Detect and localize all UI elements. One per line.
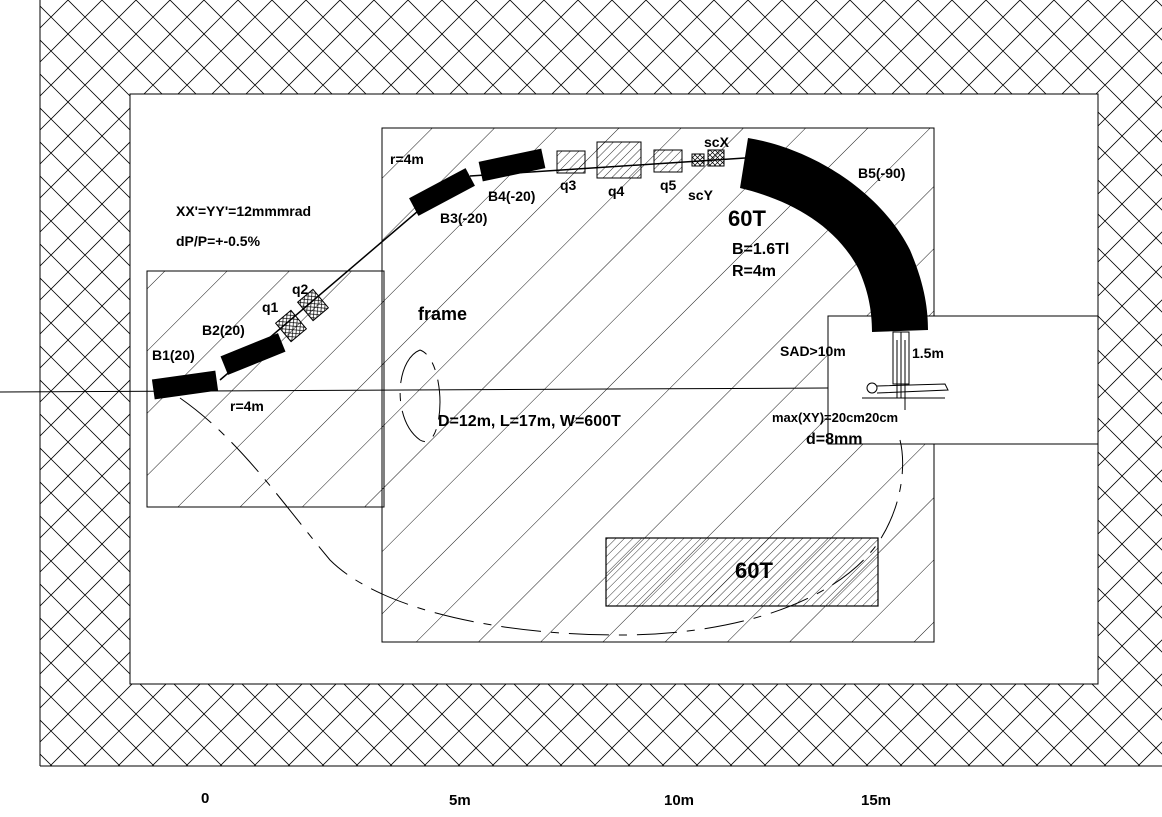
radius-upper-label: r=4m [390,151,424,167]
momentum-spread-label: dP/P=+-0.5% [176,233,261,249]
q2-label: q2 [292,281,309,297]
scale-tick-0: 0 [201,790,209,807]
quad-q5 [653,149,683,173]
q3-label: q3 [560,177,577,193]
bend-radius-label: R=4m [732,263,776,280]
quad-q1 [274,309,308,343]
counterweight-label: 60T [735,558,773,583]
quad-q4 [596,141,642,179]
nozzle [892,331,910,398]
b1-label: B1(20) [152,347,195,363]
sad-label: SAD>10m [780,343,846,359]
b2-label: B2(20) [202,322,245,338]
q4-label: q4 [608,183,625,199]
beam-axis-line [0,387,829,393]
b4-label: B4(-20) [488,188,535,204]
dipole-b4 [478,148,546,182]
counterweight [605,537,879,607]
radius-lower-label: r=4m [230,398,264,414]
bend-field-label: B=1.6Tl [732,241,789,258]
spot-size-label: d=8mm [806,431,862,448]
dipole-b3 [409,168,475,216]
frame-label: frame [418,304,467,324]
scy-label: scY [688,187,714,203]
quad-q3 [556,150,586,174]
field-size-label: max(XY)=20cm20cm [772,410,898,425]
scale-tick-5m: 5m [449,792,471,809]
height-label: 1.5m [912,345,944,361]
bend-weight-label: 60T [728,206,766,231]
q5-label: q5 [660,177,677,193]
scx-label: scX [704,134,730,150]
b5-label: B5(-90) [858,165,905,181]
scanner-y [691,153,705,167]
dipole-b2 [220,333,286,375]
dipole-b1 [151,370,219,400]
emittance-label: XX'=YY'=12mmmrad [176,203,311,219]
quad-q2 [296,288,330,322]
patient-figure [862,382,949,410]
rotation-circle [179,349,904,636]
dipole-b5 [740,138,928,332]
treatment-room [827,315,1099,445]
frame-specs-label: D=12m, L=17m, W=600T [438,413,621,430]
scanner-x [707,149,725,167]
q1-label: q1 [262,299,279,315]
scale-bar: 0 5m 10m 15m [201,790,891,809]
scale-tick-15m: 15m [861,792,891,809]
scale-tick-10m: 10m [664,792,694,809]
b3-label: B3(-20) [440,210,487,226]
